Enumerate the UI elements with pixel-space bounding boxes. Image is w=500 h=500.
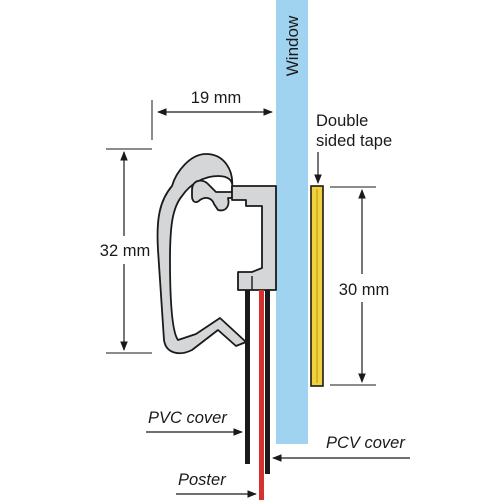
pvc-cover-front bbox=[265, 290, 270, 474]
height-dimension-label: 32 mm bbox=[100, 242, 150, 260]
width-dimension-label: 19 mm bbox=[191, 89, 241, 107]
window-glass bbox=[276, 0, 308, 444]
poster-label: Poster bbox=[178, 471, 227, 489]
pcv-cover-label: PCV cover bbox=[326, 434, 406, 452]
window-label: Window bbox=[283, 15, 302, 76]
tape-callout-line2: sided tape bbox=[316, 132, 392, 150]
poster-sheet bbox=[259, 290, 264, 500]
aluminium-profile bbox=[156, 153, 277, 355]
pvc-cover-back bbox=[245, 290, 250, 464]
tape-callout-line1: Double bbox=[316, 112, 368, 130]
tape-dimension-label: 30 mm bbox=[339, 281, 389, 299]
pvc-cover-label: PVC cover bbox=[148, 409, 228, 427]
